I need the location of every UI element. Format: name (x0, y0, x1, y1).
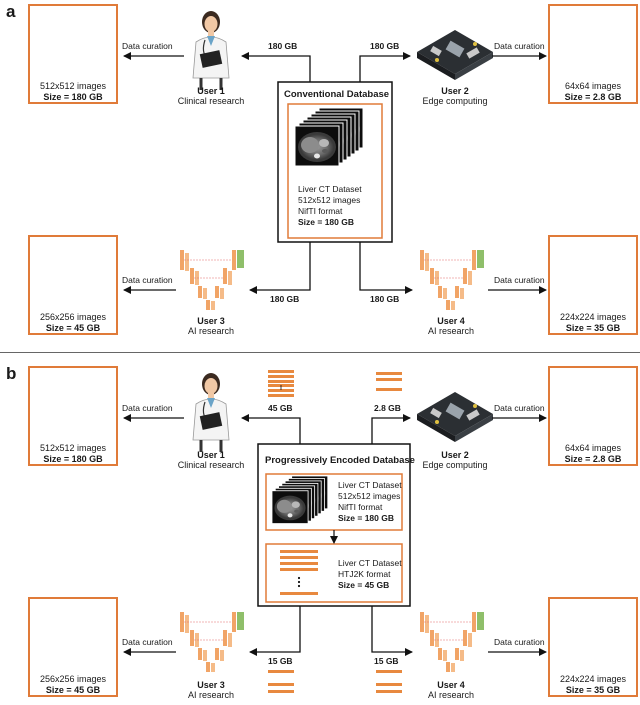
b-curation-label-4: Data curation (494, 637, 545, 647)
panel-divider (0, 352, 640, 353)
b-database-ct-stack (272, 476, 328, 524)
a-db-line-1: Liver CT Dataset (298, 184, 362, 194)
a-user2-images: 64x64 images (564, 81, 622, 91)
b-user4-role: AI research (427, 690, 475, 700)
b-database-info: Liver CT Dataset 512x512 images NifTI fo… (338, 480, 402, 524)
b-db2-line-1: Liver CT Dataset (338, 558, 402, 568)
b-db-line-3: NifTI format (338, 502, 383, 512)
a-user3-output-box: 256x256 images Size = 45 GB (28, 235, 118, 335)
b-edge-board-icon (417, 392, 493, 442)
a-user4-name: User 4 (437, 316, 465, 326)
b-stripes-top-right (376, 372, 402, 391)
a-curation-label-3: Data curation (122, 275, 173, 285)
b-user4-network-icon (419, 611, 485, 673)
a-user2-name: User 2 (441, 86, 469, 96)
panel-a-label: a (6, 2, 16, 21)
b-database-encoded-info: Liver CT Dataset HTJ2K format Size = 45 … (338, 558, 402, 591)
b-user1-output-box: 512x512 images Size = 180 GB (28, 366, 118, 466)
b-transfer-bottom-left: 15 GB (268, 656, 293, 666)
b-curation-label-3: Data curation (122, 637, 173, 647)
a-database-title: Conventional Database (284, 89, 390, 100)
b-arrows (123, 414, 547, 656)
b-user3-name: User 3 (197, 680, 225, 690)
a-user1-size: Size = 180 GB (43, 92, 103, 102)
a-transfer-top-right: 180 GB (370, 41, 400, 51)
a-curation-label-4: Data curation (494, 275, 545, 285)
a-db-line-2: 512x512 images (298, 195, 361, 205)
a-edge-board-icon (417, 30, 493, 80)
a-user3-network-icon (179, 249, 245, 311)
b-curation-label-1: Data curation (122, 403, 173, 413)
a-doctor-icon (191, 9, 231, 92)
a-user1-output-box: 512x512 images Size = 180 GB (28, 4, 118, 104)
panel-b-label: b (6, 364, 17, 383)
a-user2-role: Edge computing (422, 96, 488, 106)
b-user3-network-icon (179, 611, 245, 673)
a-database-box (277, 81, 393, 243)
b-user3-images: 256x256 images (39, 674, 107, 684)
a-user3-images: 256x256 images (39, 312, 107, 322)
b-db-line-2: 512x512 images (338, 491, 401, 501)
b-user2-images: 64x64 images (564, 443, 622, 453)
a-transfer-bottom-left: 180 GB (270, 294, 300, 304)
b-curation-label-2: Data curation (494, 403, 545, 413)
b-user2-name: User 2 (441, 450, 469, 460)
a-database-ct-stack (295, 108, 363, 166)
a-user2-output-box: 64x64 images Size = 2.8 GB (548, 4, 638, 104)
a-user3-role: AI research (187, 326, 235, 336)
b-db-line-1: Liver CT Dataset (338, 480, 402, 490)
b-database-codestream (280, 550, 318, 595)
b-user4-size: Size = 35 GB (565, 685, 621, 695)
a-arrows (123, 52, 547, 294)
a-user3-size: Size = 45 GB (45, 323, 101, 333)
b-user4-output-box: 224x224 images Size = 35 GB (548, 597, 638, 697)
b-stripes-bottom-right (376, 670, 402, 693)
a-user4-images: 224x224 images (559, 312, 627, 322)
b-transfer-top-left: 45 GB (268, 403, 293, 413)
a-user4-size: Size = 35 GB (565, 323, 621, 333)
b-database-box (257, 443, 411, 607)
a-user3-name: User 3 (197, 316, 225, 326)
b-database-inner-box-2 (265, 543, 403, 603)
a-user1-role: Clinical research (177, 96, 245, 106)
b-user4-name: User 4 (437, 680, 465, 690)
b-stripes-top-left (268, 370, 294, 397)
b-db2-size: Size = 45 GB (338, 580, 390, 590)
a-user1-name: User 1 (197, 86, 225, 96)
b-user2-output-box: 64x64 images Size = 2.8 GB (548, 366, 638, 466)
b-db2-line-2: HTJ2K format (338, 569, 391, 579)
b-user1-role: Clinical research (177, 460, 245, 470)
b-stripes-bottom-left (268, 670, 294, 693)
b-user1-size: Size = 180 GB (43, 454, 103, 464)
a-curation-label-2: Data curation (494, 41, 545, 51)
b-user3-role: AI research (187, 690, 235, 700)
b-db-size: Size = 180 GB (338, 513, 394, 523)
a-user1-images: 512x512 images (39, 81, 107, 91)
a-transfer-top-left: 180 GB (268, 41, 298, 51)
a-transfer-bottom-right: 180 GB (370, 294, 400, 304)
a-db-size: Size = 180 GB (298, 217, 354, 227)
a-database-inner-box (287, 103, 383, 239)
b-user3-size: Size = 45 GB (45, 685, 101, 695)
a-user4-output-box: 224x224 images Size = 35 GB (548, 235, 638, 335)
a-user4-network-icon (419, 249, 485, 311)
a-curation-label-1: Data curation (122, 41, 173, 51)
b-user4-images: 224x224 images (559, 674, 627, 684)
b-doctor-icon (191, 371, 231, 454)
b-user2-role: Edge computing (422, 460, 488, 470)
a-database-info: Liver CT Dataset 512x512 images NifTI fo… (298, 184, 362, 228)
a-user2-size: Size = 2.8 GB (564, 92, 622, 102)
b-transfer-top-right: 2.8 GB (374, 403, 401, 413)
b-user1-name: User 1 (197, 450, 225, 460)
b-user2-size: Size = 2.8 GB (564, 454, 622, 464)
b-user3-output-box: 256x256 images Size = 45 GB (28, 597, 118, 697)
b-transfer-bottom-right: 15 GB (374, 656, 399, 666)
b-user1-images: 512x512 images (39, 443, 107, 453)
a-db-line-3: NifTI format (298, 206, 343, 216)
a-user4-role: AI research (427, 326, 475, 336)
b-database-title: Progressively Encoded Database (265, 455, 415, 466)
